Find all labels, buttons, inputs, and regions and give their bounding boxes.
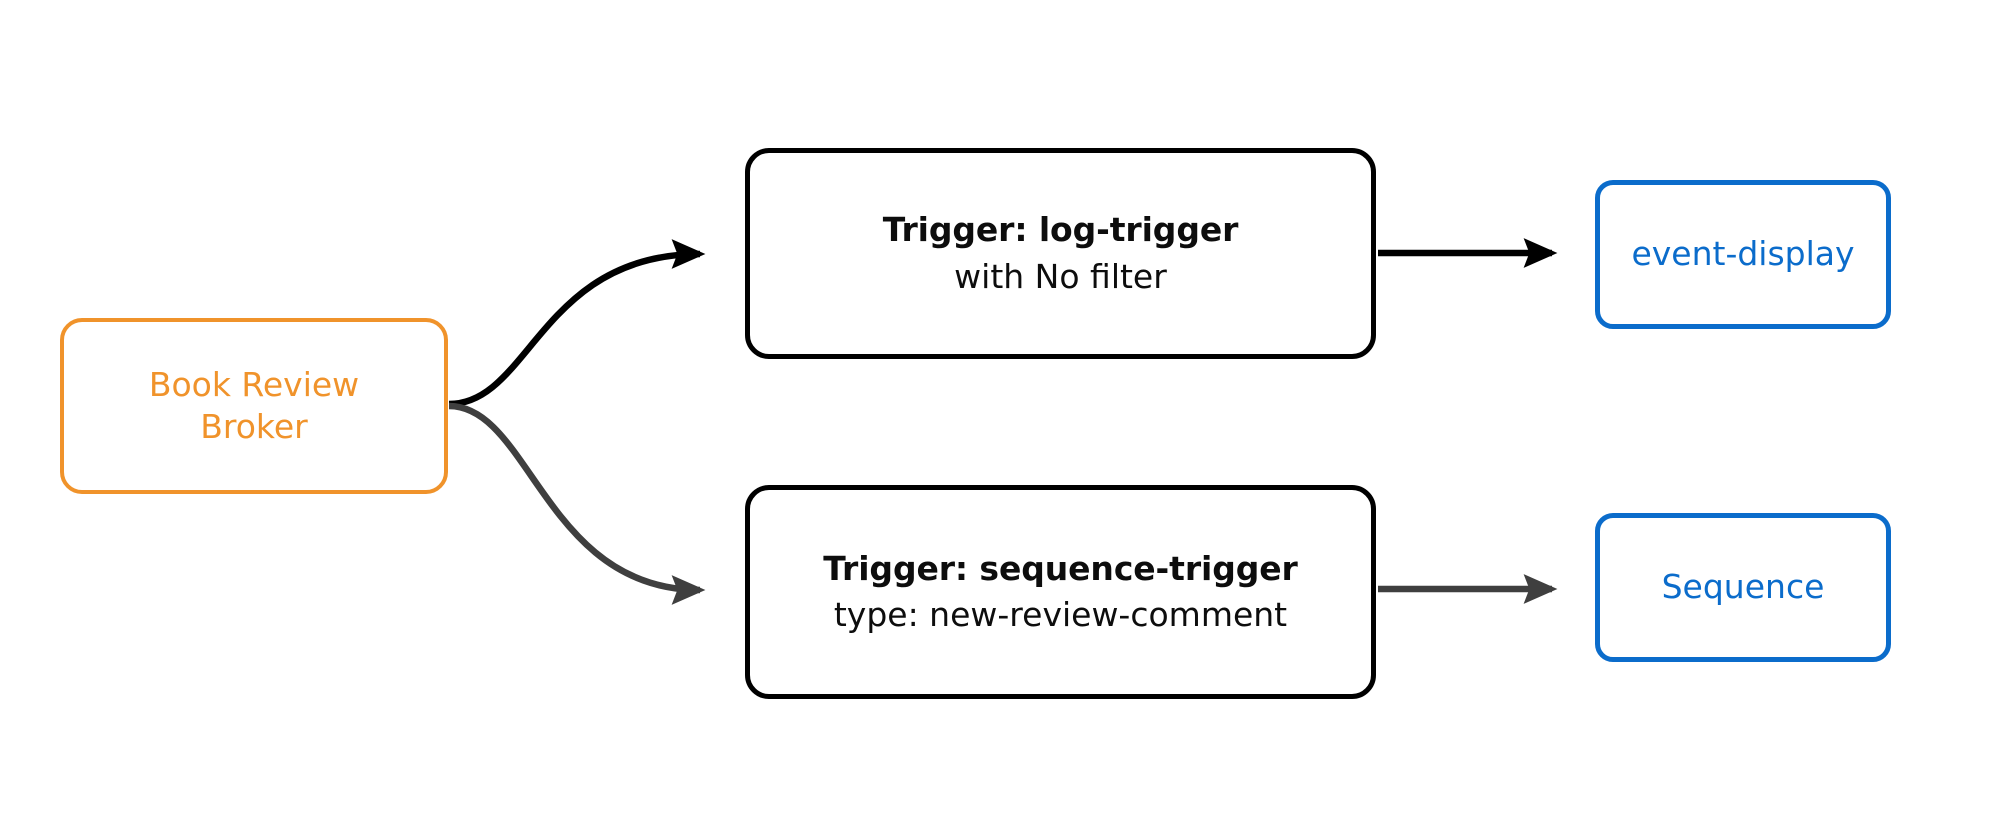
edge-broker-to-sequence-trigger bbox=[448, 402, 706, 605]
sink-sequence-label: Sequence bbox=[1661, 567, 1825, 607]
trigger-log-title: Trigger: log-trigger bbox=[882, 210, 1239, 250]
broker-label-line2: Broker bbox=[200, 407, 308, 446]
node-book-review-broker[interactable]: Book Review Broker bbox=[60, 318, 448, 494]
sink-event-display-label: event-display bbox=[1631, 234, 1855, 274]
trigger-log-subtitle: with No filter bbox=[954, 256, 1167, 296]
edge-broker-to-log-trigger bbox=[448, 239, 706, 408]
node-trigger-log-trigger[interactable]: Trigger: log-trigger with No filter bbox=[745, 148, 1376, 359]
node-sink-sequence[interactable]: Sequence bbox=[1595, 513, 1891, 662]
broker-label-line1: Book Review bbox=[148, 364, 360, 404]
node-trigger-sequence-trigger[interactable]: Trigger: sequence-trigger type: new-revi… bbox=[745, 485, 1376, 699]
node-sink-event-display[interactable]: event-display bbox=[1595, 180, 1891, 329]
trigger-sequence-subtitle: type: new-review-comment bbox=[833, 595, 1288, 634]
trigger-sequence-title: Trigger: sequence-trigger bbox=[823, 548, 1298, 588]
